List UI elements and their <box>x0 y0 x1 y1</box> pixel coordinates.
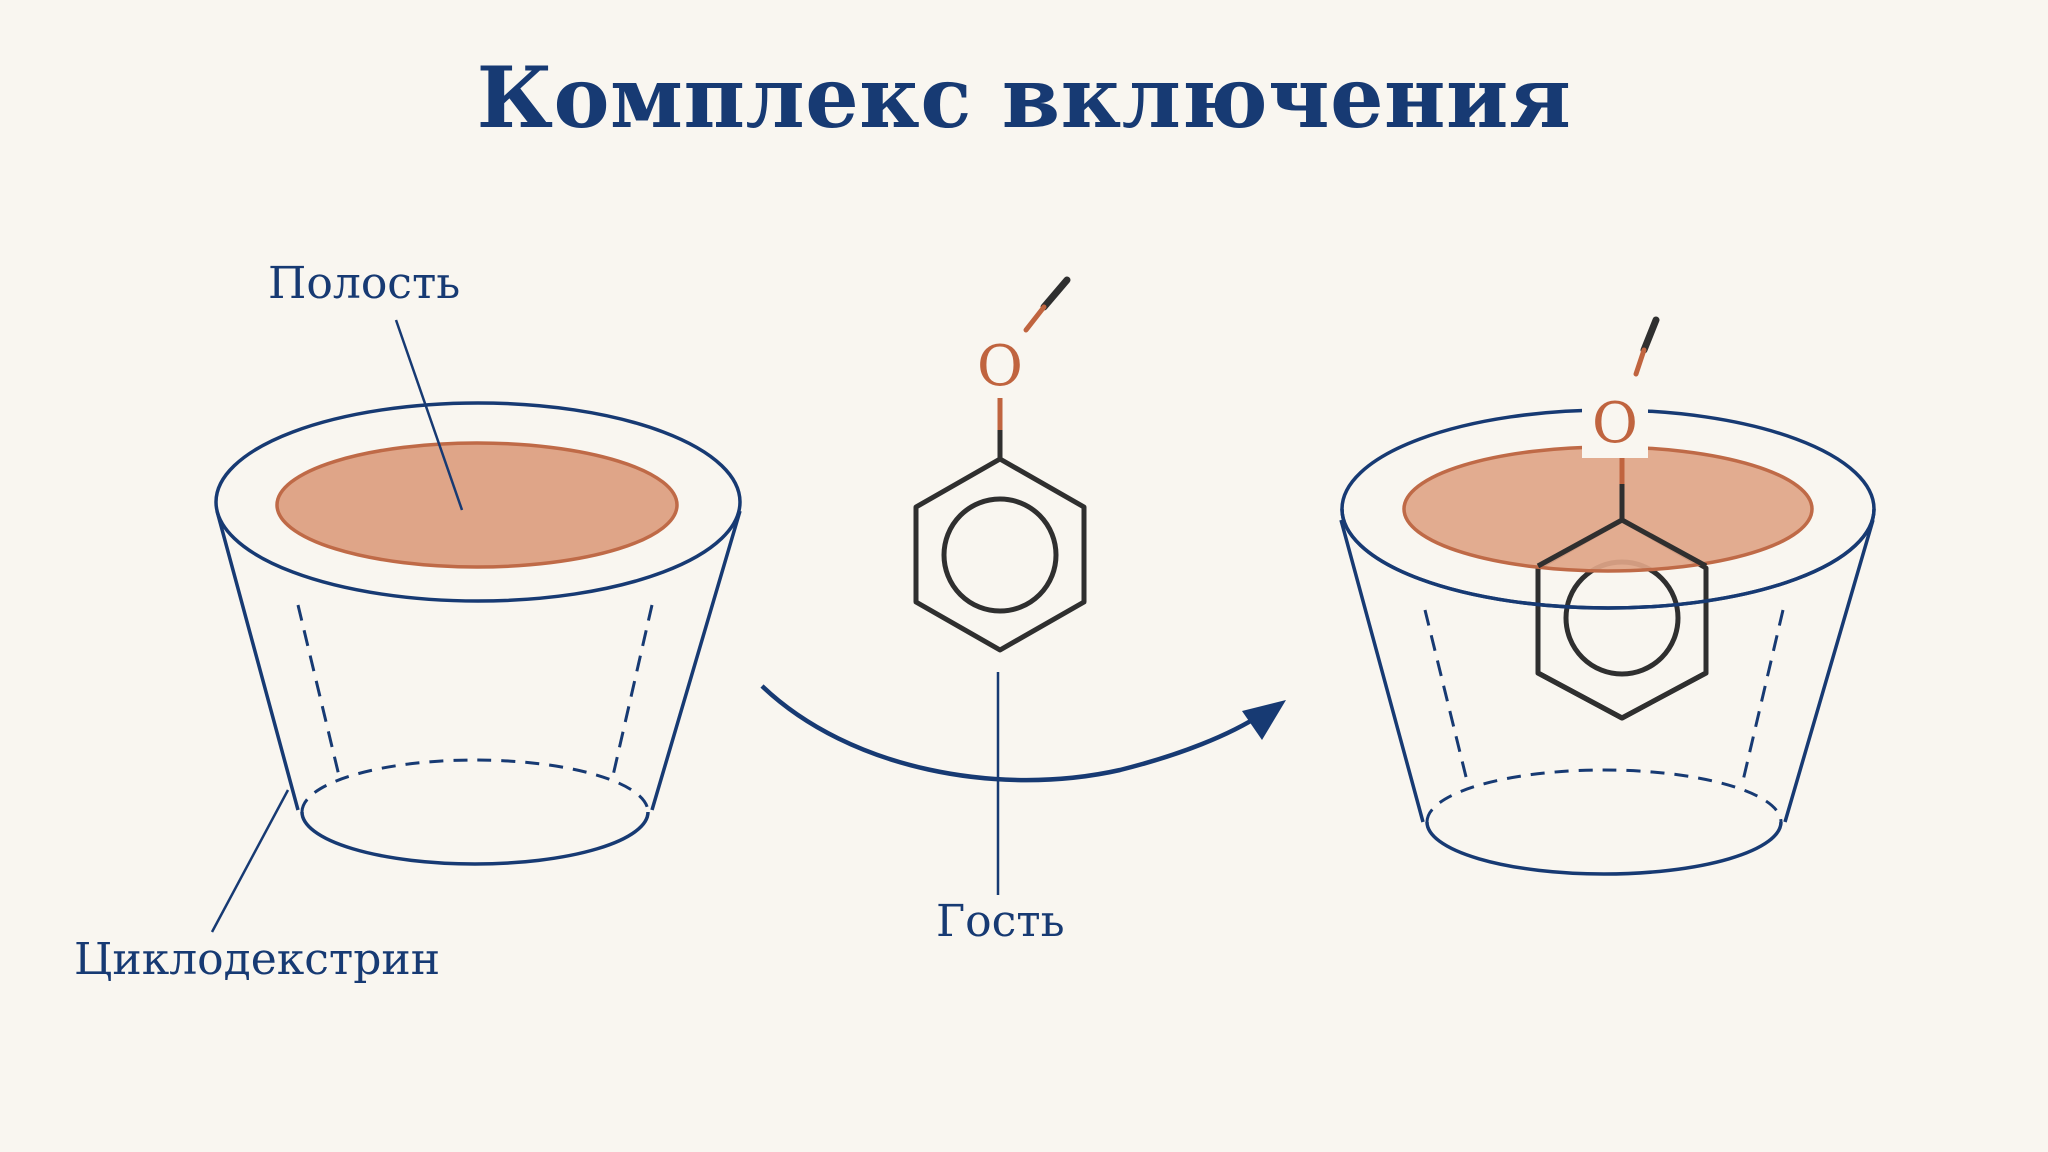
complex-oxygen-gap <box>1582 396 1648 458</box>
complex-inner-right-dashed <box>1740 609 1785 786</box>
complex-rim-body <box>1340 508 1876 610</box>
host-left-wall <box>215 510 300 811</box>
complex-methyl-dark <box>1640 316 1660 354</box>
cavity-leader-line <box>394 319 464 511</box>
complex-cavity <box>1402 445 1814 573</box>
inclusion-complex <box>1339 316 1876 876</box>
complex-ring-edge-right <box>1620 517 1708 569</box>
complex-bottom-rim-back <box>1425 768 1783 823</box>
host-cavity <box>275 441 679 569</box>
benzene-aromatic-circle <box>941 496 1059 614</box>
oxygen-atom-free: O <box>977 334 1023 399</box>
oxygen-atom-bound: O <box>1592 391 1638 456</box>
host-inner-right-dashed <box>610 604 654 781</box>
methyl-bond-red <box>1023 304 1047 333</box>
complex-methyl-red <box>1633 347 1647 377</box>
host-inner-left-dashed <box>296 604 342 781</box>
cavity-label: Полость <box>268 258 461 309</box>
reaction-arrowhead <box>1242 700 1286 740</box>
host-bottom-rim-front <box>300 811 650 866</box>
reaction-arrow <box>760 684 1264 783</box>
complex-right-wall <box>1783 519 1875 823</box>
host-right-wall <box>650 510 742 811</box>
host-leader-line <box>210 789 290 933</box>
complex-left-wall <box>1339 519 1425 823</box>
guest-label: Гость <box>936 896 1065 947</box>
page-title: Комплекс включения <box>476 48 1572 147</box>
guest-molecule <box>913 276 1087 653</box>
complex-inner-left-dashed <box>1423 609 1470 786</box>
host-bottom-rim-back <box>300 758 650 813</box>
complex-ring-front <box>1535 620 1709 721</box>
cyclodextrin-label: Циклодекстрин <box>74 934 441 985</box>
methyl-bond-dark <box>1040 276 1071 311</box>
complex-ring-edge-left <box>1536 517 1624 569</box>
benzene-ring <box>913 456 1087 653</box>
cyclodextrin-host-empty <box>214 401 742 866</box>
complex-bottom-rim-front <box>1425 821 1783 876</box>
